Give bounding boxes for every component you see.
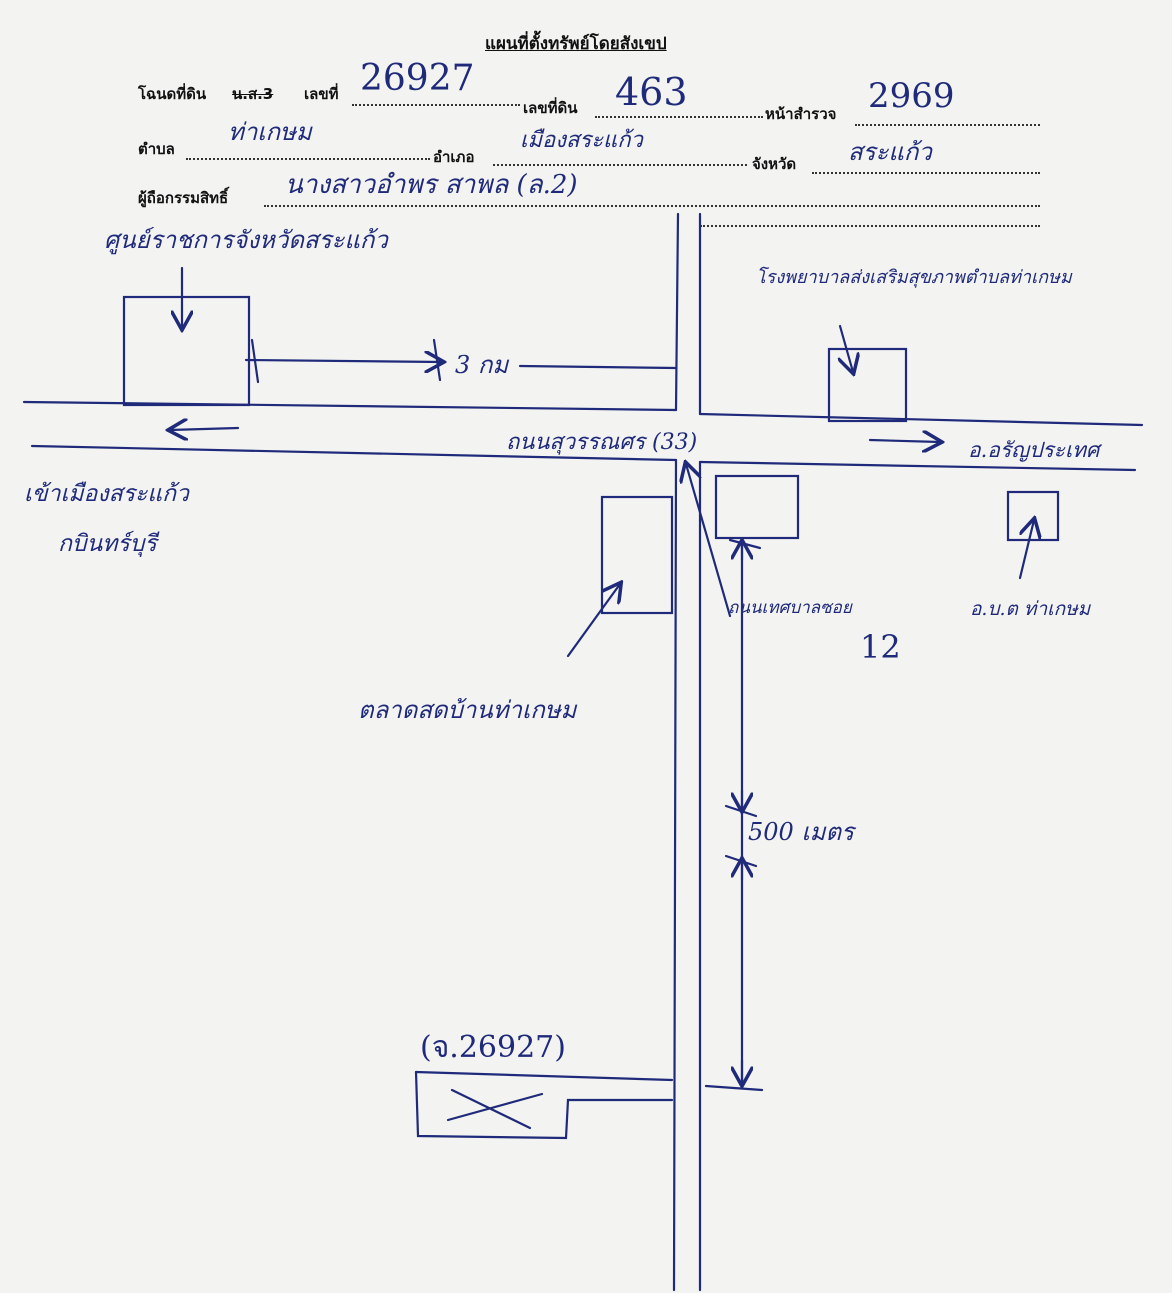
main-road-lower-right-edge [698, 460, 1137, 472]
main-road-upper-left-edge [22, 400, 678, 412]
page-title: แผนที่ตั้งทรัพย์โดยสังเขป [485, 34, 667, 54]
deed-number-label: เลขที่ [304, 85, 339, 103]
soi-number-label: 12 [860, 628, 901, 666]
hospital-building [827, 347, 908, 423]
soi-corner-building [714, 474, 800, 540]
province-value: สระแก้ว [848, 138, 932, 166]
distance-3km-label: 3 กม [455, 351, 509, 379]
district-label: อำเภอ [433, 148, 475, 166]
dotted-line [264, 205, 1040, 207]
government-center-label: ศูนย์ราชการจังหวัดสระแก้ว [104, 226, 388, 254]
distance-500m-label: 500 เมตร [748, 818, 854, 846]
dotted-line [493, 164, 747, 166]
owner-label: ผู้ถือกรรมสิทธิ์ [138, 189, 229, 207]
dotted-line [812, 172, 1040, 174]
to-sakaeo-label: เข้าเมืองสระแก้ว [24, 481, 189, 507]
deed-number-value: 26927 [360, 58, 475, 99]
main-road-label: ถนนสุวรรณศร (33) [506, 430, 698, 455]
government-center-building [122, 295, 251, 407]
market-building [600, 495, 674, 615]
subdistrict-label: ตำบล [138, 140, 175, 158]
soi-road-left-edge [672, 458, 678, 1292]
land-number-value: 463 [615, 70, 688, 114]
to-aranyaprathet-label: อ.อรัญประเทศ [968, 438, 1100, 462]
district-value: เมืองสระแก้ว [520, 128, 643, 153]
dotted-line [595, 116, 763, 118]
subject-plot-outline [414, 1070, 674, 1140]
land-number-label: เลขที่ดิน [523, 99, 578, 117]
province-label: จังหวัด [752, 155, 797, 173]
hospital-label: โรงพยาบาลส่งเสริมสุขภาพตำบลท่าเกษม [756, 267, 1072, 288]
survey-number-value: 2969 [868, 76, 955, 116]
dotted-line [700, 225, 1040, 227]
market-label: ตลาดสดบ้านท่าเกษม [358, 696, 577, 724]
struck-label: น.ส.3 [232, 85, 274, 103]
dotted-line [855, 124, 1040, 126]
survey-label: หน้าสำรวจ [765, 105, 837, 123]
dotted-line [186, 158, 430, 160]
dotted-line [352, 104, 520, 106]
main-road-upper-right-edge [698, 412, 1144, 427]
owner-value: นางสาวอำพร สาพล (ล.2) [285, 170, 578, 200]
north-road-left-edge [674, 212, 680, 412]
subject-plot-label: (จ.26927) [420, 1030, 566, 1065]
main-road-lower-left-edge [30, 444, 678, 462]
subject-plot-cross-b [446, 1092, 544, 1122]
soi-road-label: ถนนเทศบาลซอย [728, 598, 852, 618]
to-prachinburi-label: กบินทร์บุรี [58, 531, 157, 557]
tambon-office-label: อ.บ.ต ท่าเกษม [970, 598, 1091, 620]
deed-label: โฉนดที่ดิน [138, 85, 207, 103]
subdistrict-value: ท่าเกษม [228, 118, 312, 146]
tambon-office-building [1006, 490, 1060, 542]
